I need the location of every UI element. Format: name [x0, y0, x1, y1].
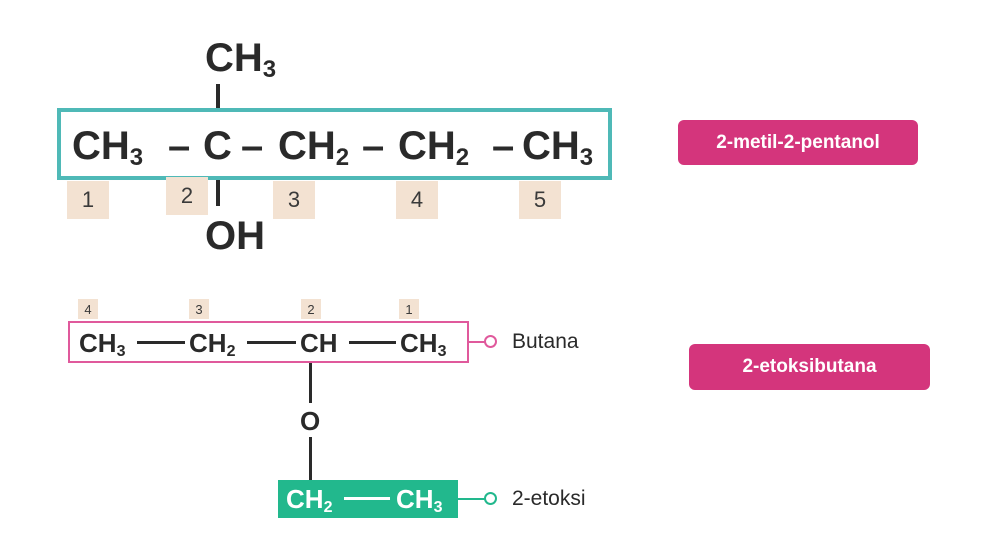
etoksi-pointer-dot	[484, 492, 497, 505]
carbon-number-1: 1	[67, 181, 109, 219]
bond-2-1	[349, 341, 396, 344]
methyl-substituent: CH3	[205, 36, 277, 83]
bond-4-3	[137, 341, 185, 344]
hydroxyl-group: OH	[205, 214, 265, 258]
etoksi-label: 2-etoksi	[512, 487, 586, 510]
carbon-number-2: 2	[166, 177, 208, 215]
ethyl-atom-ch2: CH2	[286, 484, 333, 516]
main-chain-box	[57, 108, 612, 180]
chain-bond-4: –	[492, 124, 515, 168]
compound-name-badge: 2-etoksibutana	[689, 344, 930, 390]
carbon-number-1: 1	[399, 299, 419, 319]
chain-atom-4: CH3	[79, 328, 126, 360]
carbon-number-3: 3	[273, 181, 315, 219]
ether-oxygen: O	[300, 406, 321, 436]
ethyl-atom-ch3: CH3	[396, 484, 443, 516]
butana-label: Butana	[512, 330, 579, 353]
bond-c2-o	[309, 363, 312, 403]
chain-atom-3: CH2	[278, 124, 350, 171]
chain-bond-1: –	[168, 124, 191, 168]
chain-atom-1: CH3	[72, 124, 144, 171]
chain-atom-2: CH	[300, 328, 338, 358]
bond-top	[216, 84, 220, 108]
etoksi-pointer-line	[458, 498, 486, 500]
carbon-number-2: 2	[301, 299, 321, 319]
ethyl-bond	[344, 497, 390, 500]
carbon-number-4: 4	[78, 299, 98, 319]
chain-atom-3: CH2	[189, 328, 236, 360]
chain-atom-2: C	[203, 124, 232, 168]
carbon-number-5: 5	[519, 181, 561, 219]
carbon-number-3: 3	[189, 299, 209, 319]
chain-bond-3: –	[362, 124, 385, 168]
bond-3-2	[247, 341, 296, 344]
butana-pointer-dot	[484, 335, 497, 348]
chain-atom-4: CH2	[398, 124, 470, 171]
chain-atom-5: CH3	[522, 124, 594, 171]
carbon-number-4: 4	[396, 181, 438, 219]
chain-atom-1: CH3	[400, 328, 447, 360]
compound-name-badge: 2-metil-2-pentanol	[678, 120, 918, 165]
butana-pointer-line	[469, 341, 485, 343]
butane-chain-box	[68, 321, 469, 363]
chain-bond-2: –	[241, 124, 264, 168]
bond-o-ethyl	[309, 437, 312, 480]
bond-bottom	[216, 180, 220, 206]
